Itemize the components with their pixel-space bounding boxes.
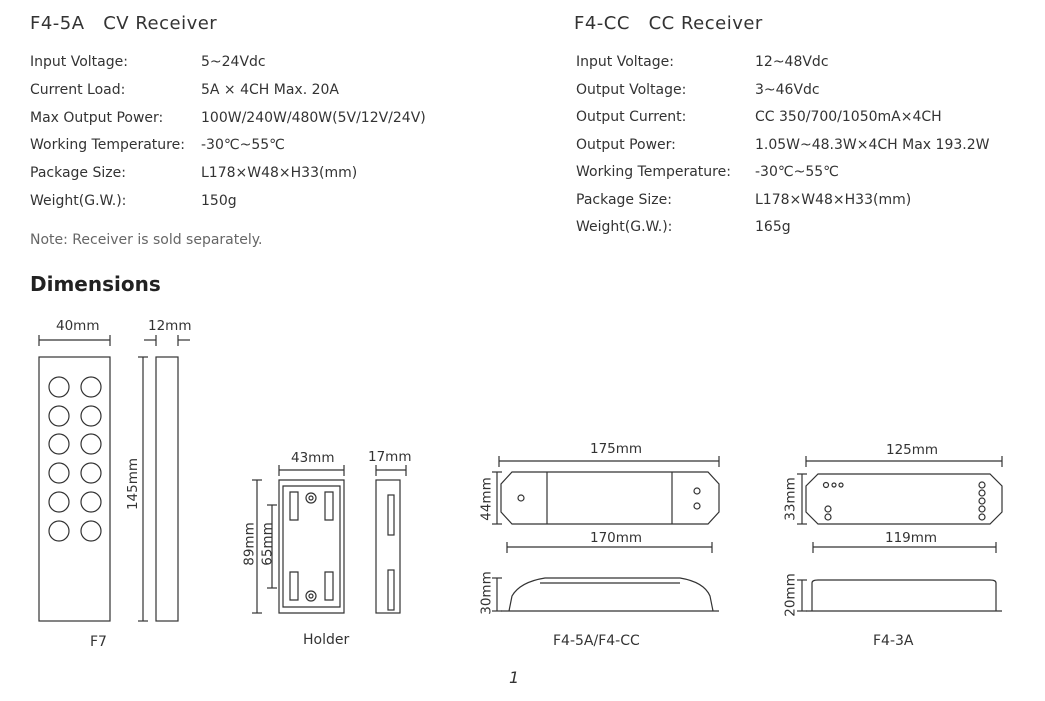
holder-depth-label: 17mm — [368, 449, 412, 465]
cc-label: Output Current: — [576, 109, 687, 125]
cc-value: -30℃~55℃ — [755, 164, 839, 180]
cc-value: 3~46Vdc — [755, 82, 820, 98]
cc-label: Weight(G.W.): — [576, 219, 673, 235]
cv-value: 100W/240W/480W(5V/12V/24V) — [201, 110, 426, 126]
cv-label: Working Temperature: — [30, 137, 185, 153]
cv-title: F4-5A CV Receiver — [30, 13, 218, 34]
receiver-note: Note: Receiver is sold separately. — [30, 232, 263, 248]
cv-label: Max Output Power: — [30, 110, 164, 126]
cc-label: Output Voltage: — [576, 82, 687, 98]
cv-label: Package Size: — [30, 165, 126, 181]
cc-value: L178×W48×H33(mm) — [755, 192, 912, 208]
cv-value: -30℃~55℃ — [201, 137, 285, 153]
f7-depth-label: 12mm — [148, 318, 192, 334]
f43a-height-label: 20mm — [782, 573, 799, 617]
cc-label: Package Size: — [576, 192, 672, 208]
cc-label: Input Voltage: — [576, 54, 674, 70]
cc-label: Output Power: — [576, 137, 676, 153]
cv-value: 5A × 4CH Max. 20A — [201, 82, 340, 98]
dimensions-heading: Dimensions — [30, 272, 161, 296]
cv-value: 150g — [201, 193, 237, 209]
cc-label: Working Temperature: — [576, 164, 731, 180]
cv-label: Current Load: — [30, 82, 126, 98]
cv-value: 5~24Vdc — [201, 54, 266, 70]
cc-value: CC 350/700/1050mA×4CH — [755, 109, 942, 125]
f45a-length-inner-label: 170mm — [590, 530, 643, 546]
f43a-length-inner-label: 119mm — [885, 530, 938, 546]
holder-width-label: 43mm — [291, 450, 335, 466]
holder-caption: Holder — [303, 632, 350, 648]
f43a-caption: F4-3A — [873, 633, 914, 649]
cc-title: F4-CC CC Receiver — [574, 13, 763, 34]
f7-width-label: 40mm — [56, 318, 100, 334]
f45a-caption: F4-5A/F4-CC — [553, 633, 640, 649]
f45a-length-outer-label: 175mm — [590, 441, 643, 457]
f43a-width-label: 33mm — [782, 477, 799, 521]
cc-value: 165g — [755, 219, 791, 235]
f7-caption: F7 — [90, 634, 107, 650]
f43a-length-outer-label: 125mm — [886, 442, 939, 458]
cc-value: 12~48Vdc — [755, 54, 829, 70]
cv-label: Input Voltage: — [30, 54, 128, 70]
cc-value: 1.05W~48.3W×4CH Max 193.2W — [755, 137, 990, 153]
cv-value: L178×W48×H33(mm) — [201, 165, 358, 181]
cv-label: Weight(G.W.): — [30, 193, 127, 209]
page-number: 1 — [509, 668, 520, 687]
